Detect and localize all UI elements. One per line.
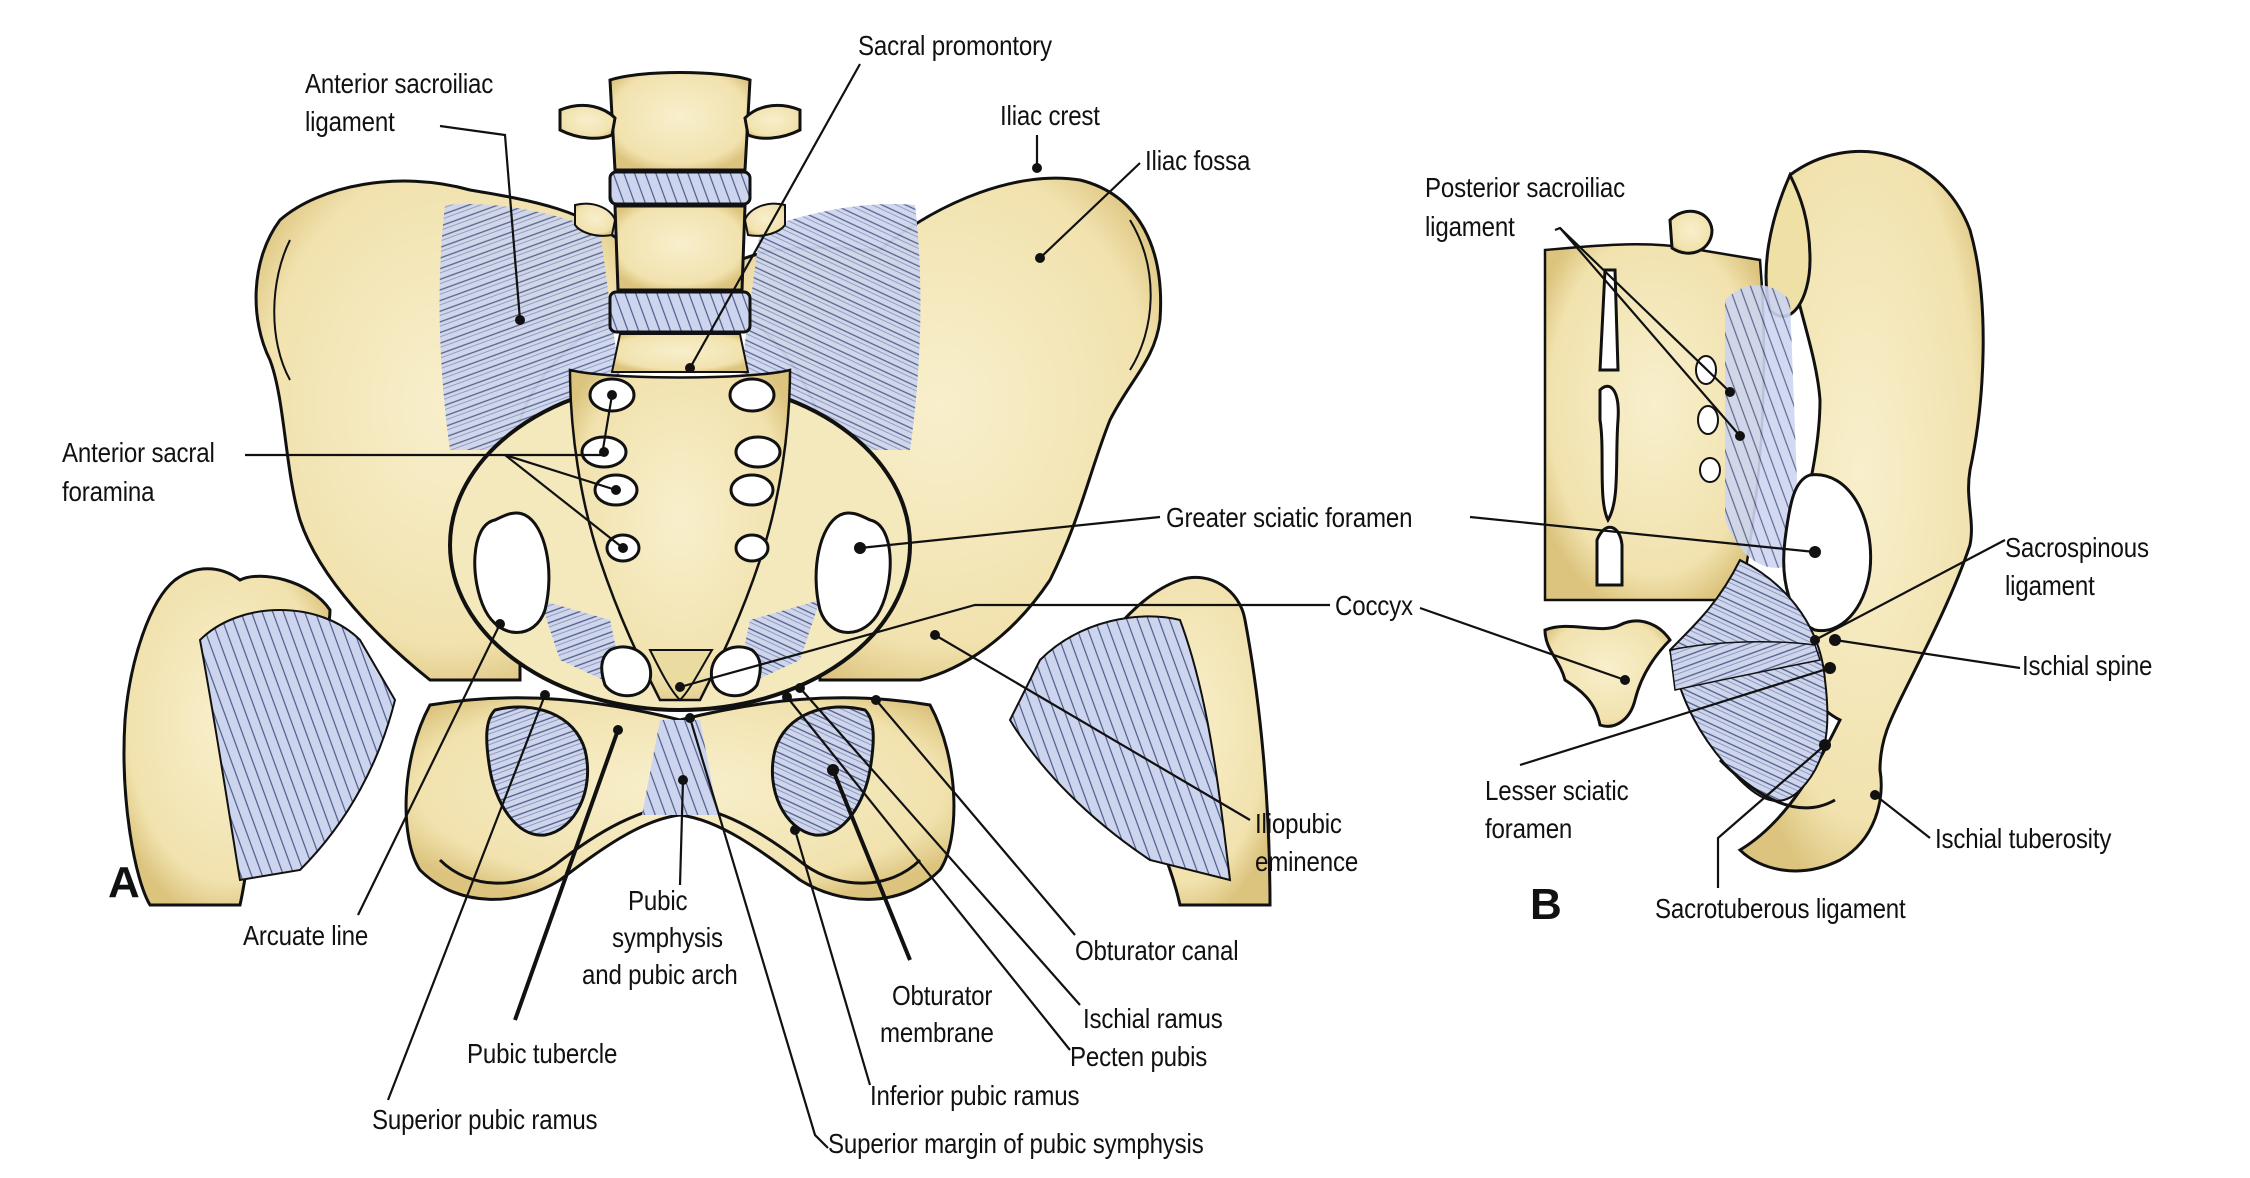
label-obturator-membrane-line2: membrane — [880, 1017, 994, 1048]
pubic-symphysis — [642, 720, 718, 815]
leader-coccyx-b — [1419, 606, 1626, 682]
label-greater-sciatic-foramen: Greater sciatic foramen — [1166, 502, 1413, 533]
left-iliac-rim — [1129, 219, 1152, 371]
right-iliofemoral-ligament — [198, 609, 397, 882]
leader-ischial-spine — [1834, 638, 2021, 670]
panel-label-a: A — [108, 858, 140, 907]
leader-coccyx — [679, 603, 1330, 689]
leader-ischial-tuberosity — [1874, 794, 1931, 839]
label-ischial-tuberosity: Ischial tuberosity — [1935, 823, 2112, 854]
leader-superior-pubic-ramus — [386, 694, 547, 1101]
b-ischial-tuberosity-rim — [1718, 758, 1836, 810]
left-iliofemoral-ligament — [1008, 615, 1232, 882]
label-pubic-symphysis-line2: symphysis — [612, 922, 723, 953]
label-superior-margin-pubic-symphysis: Superior margin of pubic symphysis — [828, 1128, 1204, 1159]
leader-greater-sciatic-foramen-b — [1469, 515, 1816, 554]
b-iliac-crest-lip — [1764, 171, 1812, 318]
leader-obturator-membrane — [831, 769, 912, 961]
label-pubic-symphysis-line3: and pubic arch — [582, 959, 738, 990]
leader-arcuate-line — [357, 623, 501, 916]
label-lesser-sciatic-foramen-line1: Lesser sciatic — [1485, 775, 1629, 806]
leader-anterior-sacroiliac-ligament — [439, 124, 522, 321]
leader-iliac-fossa — [1039, 162, 1141, 259]
lumbar-spine — [558, 71, 802, 373]
leader-iliopubic-eminence — [934, 634, 1251, 821]
label-obturator-canal: Obturator canal — [1075, 935, 1239, 966]
label-sacrospinous-ligament-line2: ligament — [2005, 570, 2095, 601]
b-sacrospinous-ligament — [1669, 640, 1821, 691]
label-iliopubic-eminence-line2: eminence — [1255, 846, 1359, 877]
label-pubic-symphysis-line1: Pubic — [628, 885, 688, 916]
leader-sacrotuberous-ligament — [1716, 744, 1826, 888]
label-anterior-sacral-foramina-line2: foramina — [62, 476, 155, 507]
label-ischial-ramus: Ischial ramus — [1083, 1003, 1223, 1034]
panel-b-illustration — [1543, 150, 1985, 873]
label-inferior-pubic-ramus: Inferior pubic ramus — [870, 1080, 1080, 1111]
leader-sacral-promontory — [689, 63, 861, 369]
right-obturator-membrane — [485, 705, 590, 837]
leader-dots — [495, 163, 1880, 835]
leader-superior-margin-pubic-symphysis — [688, 717, 829, 1149]
leader-lesser-sciatic-foramen — [1519, 666, 1831, 767]
label-sacrospinous-ligament-line1: Sacrospinous — [2005, 532, 2149, 563]
label-ischial-spine: Ischial spine — [2022, 650, 2153, 681]
leader-pubic-tubercle — [513, 729, 620, 1021]
leader-inferior-pubic-ramus — [793, 829, 872, 1086]
label-arcuate-line: Arcuate line — [243, 920, 369, 951]
label-sacral-promontory: Sacral promontory — [858, 30, 1052, 61]
leader-sacrospinous-ligament — [1814, 539, 2006, 641]
label-pecten-pubis: Pecten pubis — [1070, 1041, 1208, 1072]
label-superior-pubic-ramus: Superior pubic ramus — [372, 1104, 598, 1135]
leader-greater-sciatic-foramen — [859, 515, 1161, 550]
label-anterior-sacroiliac-ligament-line2: ligament — [305, 106, 395, 137]
b-s1-process — [1668, 209, 1714, 255]
label-iliac-fossa: Iliac fossa — [1145, 145, 1251, 176]
label-iliac-crest: Iliac crest — [1000, 100, 1100, 131]
label-anterior-sacroiliac-ligament-line1: Anterior sacroiliac — [305, 68, 494, 99]
left-greater-sciatic-foramen — [814, 511, 892, 634]
leader-pecten-pubis — [786, 696, 1071, 1051]
label-pubic-tubercle: Pubic tubercle — [467, 1038, 618, 1069]
leader-anterior-sacral-foramina-branch — [600, 394, 614, 456]
right-coccyx-notch — [600, 645, 653, 698]
leader-posterior-sacroiliac-ligament-2 — [1559, 227, 1741, 437]
leader-anterior-sacral-foramina-branch2 — [504, 453, 617, 492]
label-lesser-sciatic-foramen-line2: foramen — [1485, 813, 1573, 844]
b-sacral-crest — [1598, 268, 1620, 524]
panel-a-illustration — [122, 71, 1272, 907]
b-greater-sciatic-foramen — [1782, 473, 1873, 633]
label-sacrotuberous-ligament: Sacrotuberous ligament — [1655, 893, 1906, 924]
leader-ischial-ramus — [799, 687, 1081, 1006]
label-anterior-sacral-foramina-line1: Anterior sacral — [62, 437, 215, 468]
label-posterior-sacroiliac-ligament-line2: ligament — [1425, 211, 1515, 242]
b-sacral-hiatus — [1595, 526, 1624, 587]
coccyx — [648, 649, 714, 702]
label-posterior-sacroiliac-ligament-line1: Posterior sacroiliac — [1425, 172, 1625, 203]
b-posterior-sacral-foramen-2 — [1697, 405, 1719, 435]
leader-lines — [245, 63, 2021, 1149]
b-posterior-sacroiliac-ligament — [1725, 285, 1800, 568]
b-posterior-sacral-foramen-3 — [1699, 457, 1721, 483]
leader-obturator-canal — [875, 699, 1076, 936]
leader-anterior-sacral-foramina-branch3 — [504, 454, 624, 549]
panel-label-b: B — [1530, 880, 1562, 929]
label-obturator-membrane-line1: Obturator — [892, 980, 993, 1011]
right-greater-sciatic-foramen — [473, 511, 551, 634]
label-iliopubic-eminence-line1: Iliopubic — [1255, 808, 1342, 839]
label-coccyx: Coccyx — [1335, 590, 1413, 621]
leader-pubic-symphysis — [678, 779, 685, 886]
right-iliac-rim — [273, 239, 291, 381]
